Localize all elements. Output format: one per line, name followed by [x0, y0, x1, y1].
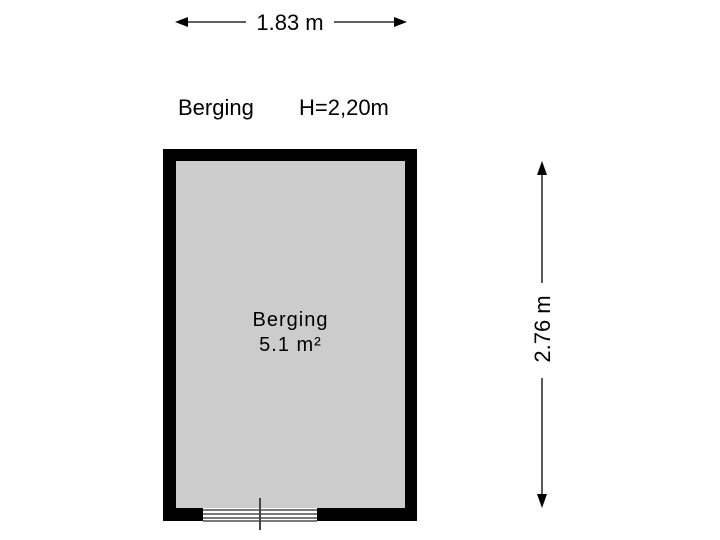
- width-dimension-label: 1.83 m: [246, 8, 334, 38]
- ceiling-height-label: H=2,20m: [299, 95, 389, 120]
- width-dimension-arrow: [175, 17, 407, 27]
- room-floor: [176, 161, 405, 508]
- door-marker-line: [259, 498, 261, 530]
- room-area: 5.1 m²: [259, 334, 322, 356]
- room-label: Berging 5.1 m²: [204, 308, 377, 358]
- room-name: Berging: [252, 309, 329, 331]
- height-dimension-arrow: [537, 161, 547, 508]
- height-dimension-label: 2.76 m: [530, 283, 555, 375]
- header-room-name: Berging: [178, 95, 254, 120]
